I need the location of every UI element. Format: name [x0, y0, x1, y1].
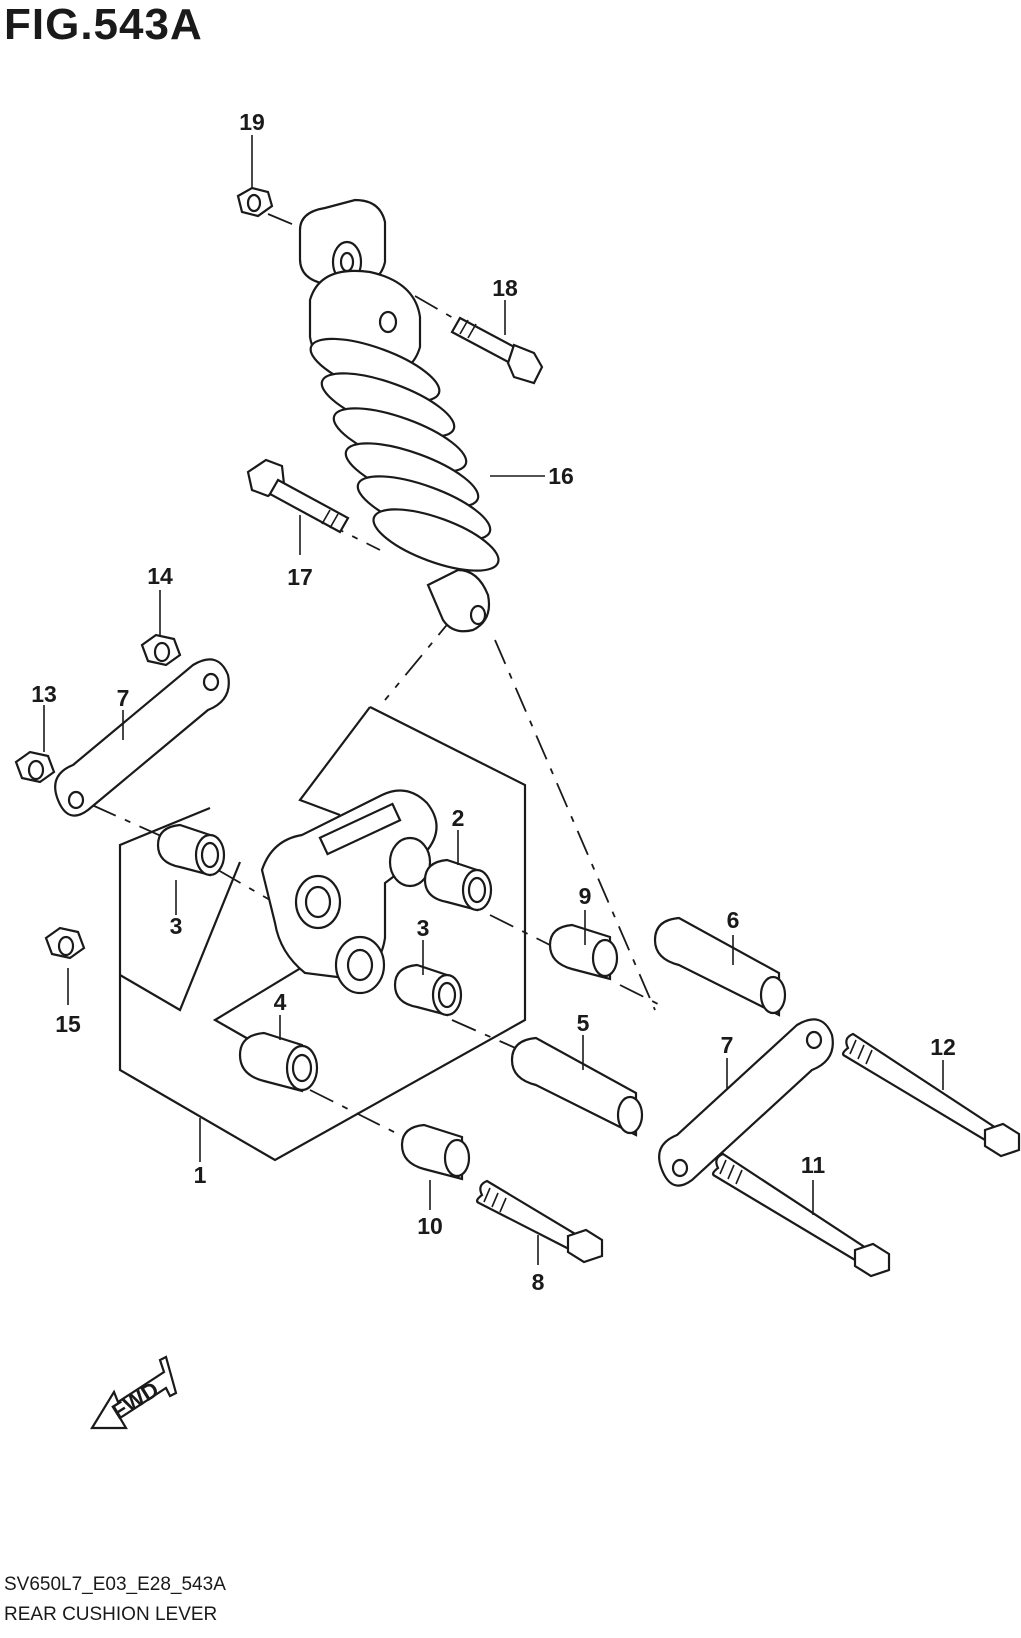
- callout-3-right: 3: [417, 915, 430, 941]
- callout-8: 8: [532, 1269, 545, 1295]
- callout-13: 13: [31, 681, 57, 707]
- callout-7-lower: 7: [721, 1032, 734, 1058]
- callout-19: 19: [239, 109, 265, 135]
- lever-assembly-outline: [118, 706, 527, 1162]
- shock-absorber: [298, 198, 500, 633]
- figure-caption: REAR CUSHION LEVER: [4, 1604, 218, 1625]
- nut-14: [140, 633, 182, 667]
- bearing-3-right: [393, 963, 463, 1017]
- callout-14: 14: [147, 563, 173, 589]
- bearing-3-left: [156, 823, 226, 877]
- figure-title: FIG.543A: [4, 0, 203, 49]
- bolt-11: [711, 1152, 891, 1278]
- callout-9: 9: [579, 883, 592, 909]
- callout-11: 11: [801, 1152, 826, 1178]
- cushion-rod-7-right: [658, 1018, 834, 1187]
- callout-7-upper: 7: [117, 685, 130, 711]
- bolt-12: [841, 1032, 1021, 1158]
- bearing-2: [423, 858, 493, 912]
- callout-6: 6: [727, 907, 740, 933]
- callout-12: 12: [930, 1034, 956, 1060]
- callout-5: 5: [577, 1010, 590, 1036]
- cushion-lever: [260, 789, 438, 995]
- callout-4: 4: [274, 989, 287, 1015]
- spacer-10: [400, 1123, 471, 1181]
- bolt-18: [450, 316, 544, 385]
- spring-coils: [309, 337, 500, 572]
- spacer-5: [510, 1036, 644, 1137]
- spacer-6: [653, 916, 787, 1017]
- bolt-17: [246, 458, 350, 534]
- forward-arrow-icon: FWD: [90, 1355, 178, 1430]
- bolt-8: [475, 1179, 604, 1264]
- callout-18: 18: [492, 275, 518, 301]
- spacer-9: [548, 923, 619, 981]
- callout-3-left: 3: [170, 913, 183, 939]
- callout-2: 2: [452, 805, 465, 831]
- nut-15: [44, 926, 86, 960]
- callout-leaders: [43, 135, 944, 1265]
- callout-15: 15: [55, 1011, 81, 1037]
- bearing-4: [238, 1031, 319, 1093]
- callout-16: 16: [548, 463, 574, 489]
- cushion-rod-7-left: [54, 658, 230, 817]
- model-code: SV650L7_E03_E28_543A: [4, 1574, 226, 1595]
- nut-13: [14, 750, 56, 784]
- nut-19: [236, 186, 274, 218]
- callout-17: 17: [287, 564, 313, 590]
- callout-labels: 19 18 16 17 14 13 7 2 3 9 6 3 15 4 5 7 1…: [31, 109, 956, 1295]
- figure-footer: SV650L7_E03_E28_543A REAR CUSHION LEVER: [4, 1570, 226, 1630]
- callout-10: 10: [417, 1213, 443, 1239]
- callout-1: 1: [194, 1162, 207, 1188]
